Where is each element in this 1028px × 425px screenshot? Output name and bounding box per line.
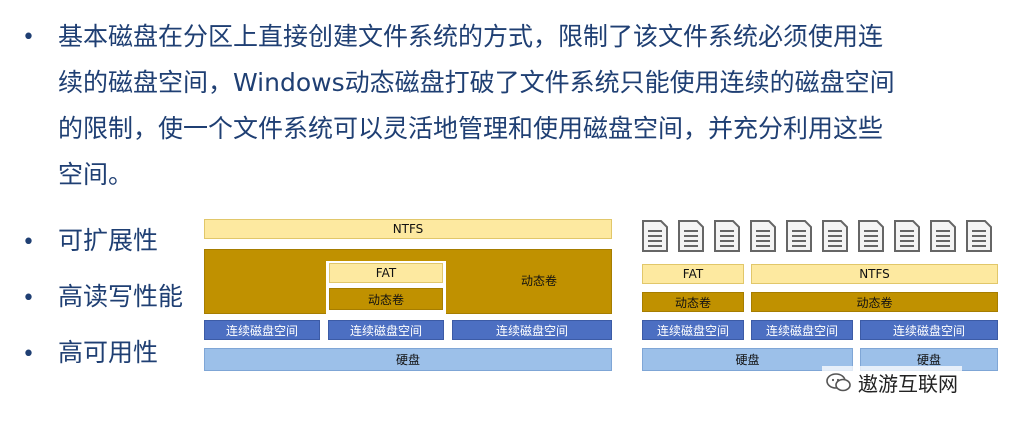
feature-performance: 高读写性能 <box>58 282 184 311</box>
contiguous-space: 连续磁盘空间 <box>328 320 444 340</box>
disk: 硬盘 <box>204 348 612 371</box>
contiguous-space: 连续磁盘空间 <box>204 320 320 340</box>
document-icon <box>966 220 992 252</box>
disk: 硬盘 <box>642 348 853 371</box>
document-icon <box>642 220 668 252</box>
fat-volume: FAT <box>329 263 443 283</box>
fat-volume: FAT <box>642 264 744 284</box>
bullet-dot: • <box>22 25 35 50</box>
bullet-dot: • <box>22 286 35 311</box>
document-icon <box>678 220 704 252</box>
document-icon <box>930 220 956 252</box>
paragraph-line: 空间。 <box>58 160 134 189</box>
nested-volume: FAT 动态卷 <box>326 261 446 314</box>
watermark-text: 遨游互联网 <box>858 372 958 396</box>
bullet-dot: • <box>22 230 35 255</box>
watermark: 遨游互联网 <box>822 366 962 399</box>
paragraph-line: 续的磁盘空间，Windows动态磁盘打破了文件系统只能使用连续的磁盘空间 <box>58 68 895 97</box>
document-icon <box>858 220 884 252</box>
dynamic-volume: 动态卷 <box>751 292 998 312</box>
dynamic-volume-inner: 动态卷 <box>329 288 443 310</box>
paragraph: 基本磁盘在分区上直接创建文件系统的方式，限制了该文件系统必须使用连 续的磁盘空间… <box>58 14 978 198</box>
contiguous-space: 连续磁盘空间 <box>860 320 998 340</box>
document-icon <box>750 220 776 252</box>
document-icon <box>714 220 740 252</box>
document-icon <box>894 220 920 252</box>
document-icon <box>822 220 848 252</box>
contiguous-space: 连续磁盘空间 <box>452 320 612 340</box>
contiguous-space: 连续磁盘空间 <box>751 320 853 340</box>
bullet-dot: • <box>22 342 35 367</box>
feature-availability: 高可用性 <box>58 338 159 367</box>
disk: 硬盘 <box>860 348 998 371</box>
feature-scalability: 可扩展性 <box>58 226 159 255</box>
paragraph-line: 的限制，使一个文件系统可以灵活地管理和使用磁盘空间，并充分利用这些 <box>58 114 884 143</box>
paragraph-line: 基本磁盘在分区上直接创建文件系统的方式，限制了该文件系统必须使用连 <box>58 22 884 51</box>
contiguous-space: 连续磁盘空间 <box>642 320 744 340</box>
document-icon <box>786 220 812 252</box>
ntfs-volume: NTFS <box>751 264 998 284</box>
ntfs-volume: NTFS <box>204 219 612 239</box>
chat-bubble-icon <box>826 372 851 391</box>
dynamic-volume: 动态卷 <box>642 292 744 312</box>
dynamic-volume-label: 动态卷 <box>521 274 558 288</box>
